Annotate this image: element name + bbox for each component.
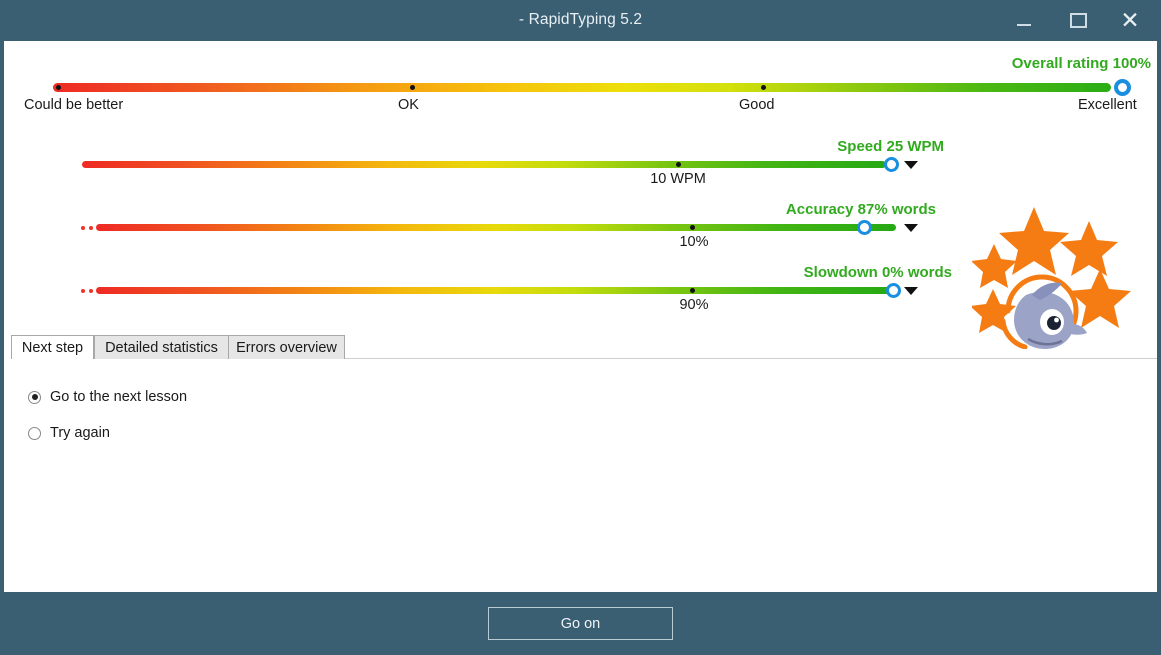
- speed-tick-label: 10 WPM: [650, 171, 706, 187]
- accuracy-dropdown-caret-icon[interactable]: [904, 224, 918, 232]
- minimize-icon: [1017, 24, 1031, 26]
- speed-tick: [676, 162, 681, 167]
- close-icon: ✕: [1120, 7, 1140, 33]
- overall-tick-label-1: OK: [398, 97, 419, 113]
- accuracy-handle[interactable]: [857, 220, 872, 235]
- go-on-button-label: Go on: [560, 615, 601, 632]
- slowdown-label: Slowdown 0% words: [803, 264, 952, 281]
- slowdown-lead-dot-b: [89, 289, 93, 293]
- accuracy-lead-dot-a: [81, 226, 85, 230]
- overall-tick-2: [761, 85, 766, 90]
- minimize-button[interactable]: [1001, 0, 1047, 41]
- window-title: - RapidTyping 5.2: [518, 11, 643, 28]
- tab-next-step-label: Next step: [21, 339, 84, 356]
- tab-errors-overview-label: Errors overview: [236, 339, 337, 356]
- accuracy-lead-dot-b: [89, 226, 93, 230]
- slowdown-handle[interactable]: [886, 283, 901, 298]
- accuracy-tick-label: 10%: [679, 234, 709, 250]
- maximize-button[interactable]: [1055, 0, 1101, 41]
- radio-try-again[interactable]: [28, 426, 41, 440]
- dolphin-body: [1014, 282, 1087, 349]
- accuracy-label: Accuracy 87% words: [785, 201, 936, 218]
- go-on-button[interactable]: Go on: [488, 607, 673, 640]
- option-try-again-label: Try again: [50, 425, 110, 441]
- maximize-icon: [1069, 13, 1087, 28]
- rapidtyping-dolphin-logo: [970, 199, 1132, 350]
- slowdown-track[interactable]: [96, 287, 896, 294]
- overall-tick-label-2: Good: [739, 97, 775, 113]
- title-bar: - RapidTyping 5.2 ✕: [0, 0, 1161, 41]
- accuracy-tick: [690, 225, 695, 230]
- tab-detailed-statistics[interactable]: Detailed statistics: [94, 335, 229, 359]
- slowdown-tick-label: 90%: [679, 297, 709, 313]
- tab-detailed-statistics-label: Detailed statistics: [105, 339, 218, 356]
- tab-underline: [11, 358, 1157, 359]
- slowdown-lead-dot-a: [81, 289, 85, 293]
- option-go-to-next-lesson[interactable]: Go to the next lesson: [28, 389, 187, 405]
- speed-track[interactable]: [82, 161, 886, 168]
- speed-label: Speed 25 WPM: [837, 138, 944, 155]
- overall-tick-label-3: Excellent: [1078, 97, 1137, 113]
- overall-tick-0: [56, 85, 61, 90]
- option-try-again[interactable]: Try again: [28, 425, 110, 441]
- accuracy-track[interactable]: [96, 224, 896, 231]
- slowdown-dropdown-caret-icon[interactable]: [904, 287, 918, 295]
- tab-next-step[interactable]: Next step: [11, 335, 94, 359]
- star-group: [970, 207, 1131, 333]
- tab-errors-overview[interactable]: Errors overview: [228, 335, 345, 359]
- option-go-to-next-lesson-label: Go to the next lesson: [50, 389, 188, 405]
- tab-strip: Next step Detailed statistics Errors ove…: [11, 335, 1157, 359]
- overall-tick-1: [410, 85, 415, 90]
- overall-tick-label-0: Could be better: [24, 97, 124, 113]
- speed-handle[interactable]: [884, 157, 899, 172]
- overall-rating-handle[interactable]: [1114, 79, 1131, 96]
- radio-go-to-next-lesson[interactable]: [28, 390, 41, 404]
- close-button[interactable]: ✕: [1107, 0, 1153, 41]
- overall-rating-label: Overall rating 100%: [1011, 55, 1151, 72]
- slowdown-tick: [690, 288, 695, 293]
- overall-rating-track[interactable]: [53, 83, 1111, 92]
- speed-dropdown-caret-icon[interactable]: [904, 161, 918, 169]
- content-panel: Overall rating 100% Could be better OK G…: [4, 41, 1157, 592]
